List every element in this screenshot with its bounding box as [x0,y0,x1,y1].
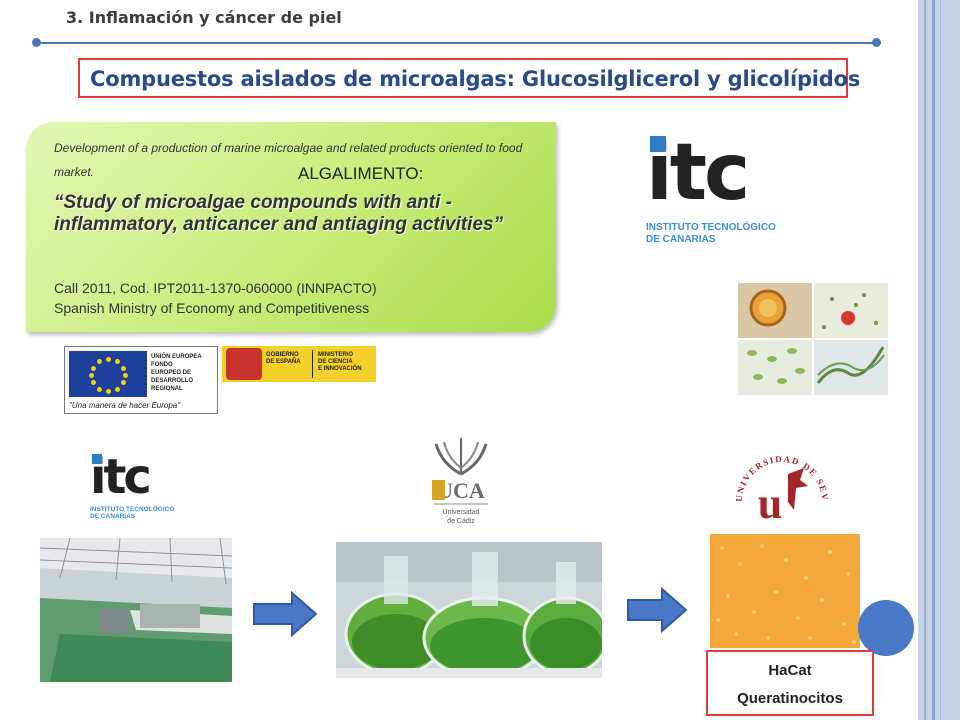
spain-gov-text: GOBIERNO DE ESPAÑA [266,352,301,366]
itc-logo-subtitle: INSTITUTO TECNOLÓGICO DE CANARIAS [90,506,174,521]
sevilla-letter: u [758,479,782,528]
call-info: Call 2011, Cod. IPT2011-1370-060000 (INN… [54,278,524,318]
itc-subtitle-line1: INSTITUTO TECNOLÓGICO [90,506,175,513]
uca-subtitle-line1: Universidad [443,509,480,516]
universidad-sevilla-logo: UNIVERSIDAD DE SEVILLA u [730,432,830,528]
sevilla-emblem-icon: UNIVERSIDAD DE SEVILLA u [730,432,829,528]
call-line: Call 2011, Cod. IPT2011-1370-060000 (INN… [54,280,377,296]
itc-logo-small: itc INSTITUTO TECNOLÓGICO DE CANARIAS [90,452,200,522]
section-title: 3. Inflamación y cáncer de piel [66,8,342,27]
study-title: “Study of microalgae compounds with anti… [54,192,504,235]
spain-ministry-text: MINISTERIO DE CIENCIA E INNOVACIÓN [318,352,362,373]
uca-name: UCA [437,478,485,503]
uca-emblem-icon: UCA Universidad de Cádiz [432,438,488,525]
eu-motto: "Una manera de hacer Europa" [69,401,181,410]
hacat-cells-photo [710,534,860,648]
slide-title-box: Compuestos aislados de microalgas: Gluco… [78,58,860,98]
spain-gov-line: DE ESPAÑA [266,359,301,365]
culture-flasks-photo [336,542,602,678]
cell-line-label-box: HaCat Queratinocitos [706,650,874,716]
itc-logo-dot [92,454,102,464]
eu-text-line: DESARROLLO [151,378,193,384]
spain-ministry-line: DE CIENCIA [318,359,353,365]
project-description: Development of a production of marine mi… [54,141,523,179]
right-decorative-stripe [918,0,960,720]
spain-gov-line: GOBIERNO [266,352,299,358]
header-rule [36,42,876,44]
itc-subtitle-line2: DE CANARIAS [90,513,136,521]
spain-crest-icon [226,348,262,380]
project-name: ALGALIMENTO: [298,164,424,183]
raceway-pond-photo [40,538,232,682]
decorative-circle [858,600,914,656]
arrow-right-icon [627,586,688,634]
spain-government-logo: GOBIERNO DE ESPAÑA MINISTERIO DE CIENCIA… [222,346,376,382]
eu-text-line: UNIÓN EUROPEA [151,354,202,360]
eu-feder-logo: UNIÓN EUROPEA FONDO EUROPEO DE DESARROLL… [64,346,218,414]
eu-flag-icon [69,351,147,397]
arrow-right-icon [253,590,318,638]
slide-title: Compuestos aislados de microalgas: Gluco… [90,67,861,91]
itc-logo-dot [650,136,666,152]
itc-logo-subtitle: INSTITUTO TECNOLÓGICO DE CANARIAS [646,222,776,245]
eu-text-line: EUROPEO DE [151,370,192,376]
cell-type: Queratinocitos [737,690,843,707]
eu-text-line: REGIONAL [151,386,183,392]
itc-subtitle-line2: DE CANARIAS [646,233,716,245]
spain-ministry-line: E INNOVACIÓN [318,366,362,372]
spain-ministry-line: MINISTERIO [318,352,354,358]
uca-logo: UCA Universidad de Cádiz [428,434,494,530]
microalgae-micrographs [738,283,888,395]
project-info-box: Development of a production of marine mi… [26,122,556,332]
itc-subtitle-line1: INSTITUTO TECNOLÓGICO [646,222,776,233]
eu-text-line: FONDO [151,362,173,368]
itc-logo-large: itc INSTITUTO TECNOLÓGICO DE CANARIAS [646,134,816,254]
cell-line-name: HaCat [768,662,812,679]
microalgae-photo-grid [738,283,888,395]
uca-subtitle-line2: de Cádiz [447,518,475,525]
rule-right-dot [872,38,881,47]
ministry-line: Spanish Ministry of Economy and Competit… [54,300,370,316]
rule-left-dot [32,38,41,47]
eu-logo-text: UNIÓN EUROPEA FONDO EUROPEO DE DESARROLL… [151,353,202,393]
